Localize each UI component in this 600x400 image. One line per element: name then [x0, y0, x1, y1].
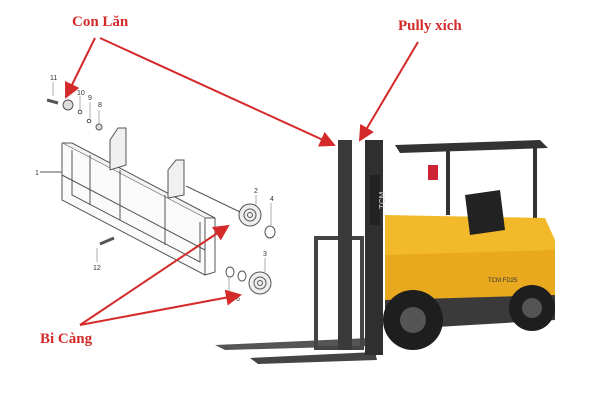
svg-text:9: 9 — [88, 95, 92, 102]
mast-right — [365, 140, 383, 355]
model-label: TCM FD25 — [488, 278, 518, 284]
svg-text:10: 10 — [77, 90, 85, 97]
seat — [465, 190, 505, 235]
label-bearing: Bi Càng — [40, 331, 93, 347]
svg-text:11: 11 — [50, 75, 57, 82]
svg-text:6: 6 — [236, 296, 240, 303]
part-number-leaders — [52, 82, 272, 292]
svg-text:2: 2 — [254, 188, 258, 195]
arrow-roller-forklift — [99, 37, 336, 147]
overhead-guard — [395, 140, 548, 153]
fork-back — [250, 352, 377, 364]
callout-arrows — [64, 37, 419, 326]
arrow-chain-pulley — [358, 41, 419, 142]
label-roller: Con Lăn — [72, 14, 129, 30]
snap-ring-part — [264, 225, 276, 239]
bearing-part — [225, 266, 272, 295]
roller-part — [185, 185, 262, 227]
mast-left — [338, 140, 352, 350]
carriage-parts-drawing — [40, 82, 276, 295]
svg-text:1: 1 — [35, 170, 39, 177]
label-chain-pulley: Pully xích — [398, 18, 462, 34]
forklift-illustration: TCM TCM FD25 — [215, 140, 555, 364]
arrow-bearing-upper — [79, 224, 230, 326]
mast-brand: TCM — [378, 191, 387, 209]
carriage-frame — [40, 127, 216, 276]
svg-text:3: 3 — [263, 251, 267, 258]
svg-text:12: 12 — [93, 265, 101, 272]
arrow-roller-drawing — [64, 37, 96, 99]
small-hardware — [46, 98, 115, 246]
svg-text:8: 8 — [98, 102, 102, 109]
warning-light — [428, 165, 438, 180]
arrow-bearing-lower — [79, 289, 242, 326]
svg-text:4: 4 — [270, 196, 274, 203]
